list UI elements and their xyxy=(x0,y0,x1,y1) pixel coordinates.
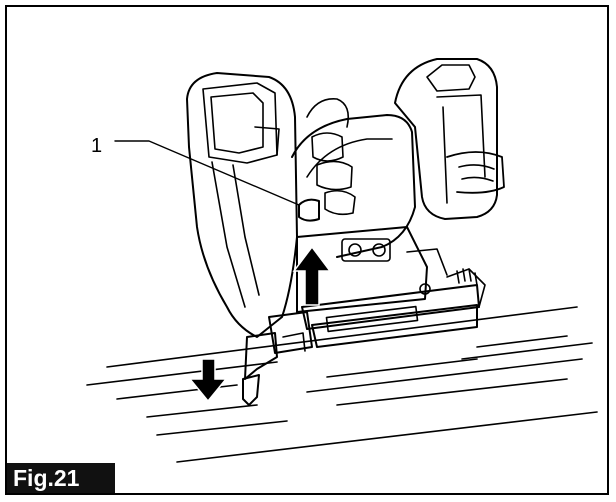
callout-number: 1 xyxy=(91,135,103,157)
up-arrow-icon xyxy=(292,245,332,306)
down-arrow-icon xyxy=(188,358,228,403)
figure-label: Fig.21 xyxy=(7,463,115,493)
figure-frame: 1 Fig.21 xyxy=(5,5,609,495)
nailer-illustration xyxy=(86,58,598,463)
